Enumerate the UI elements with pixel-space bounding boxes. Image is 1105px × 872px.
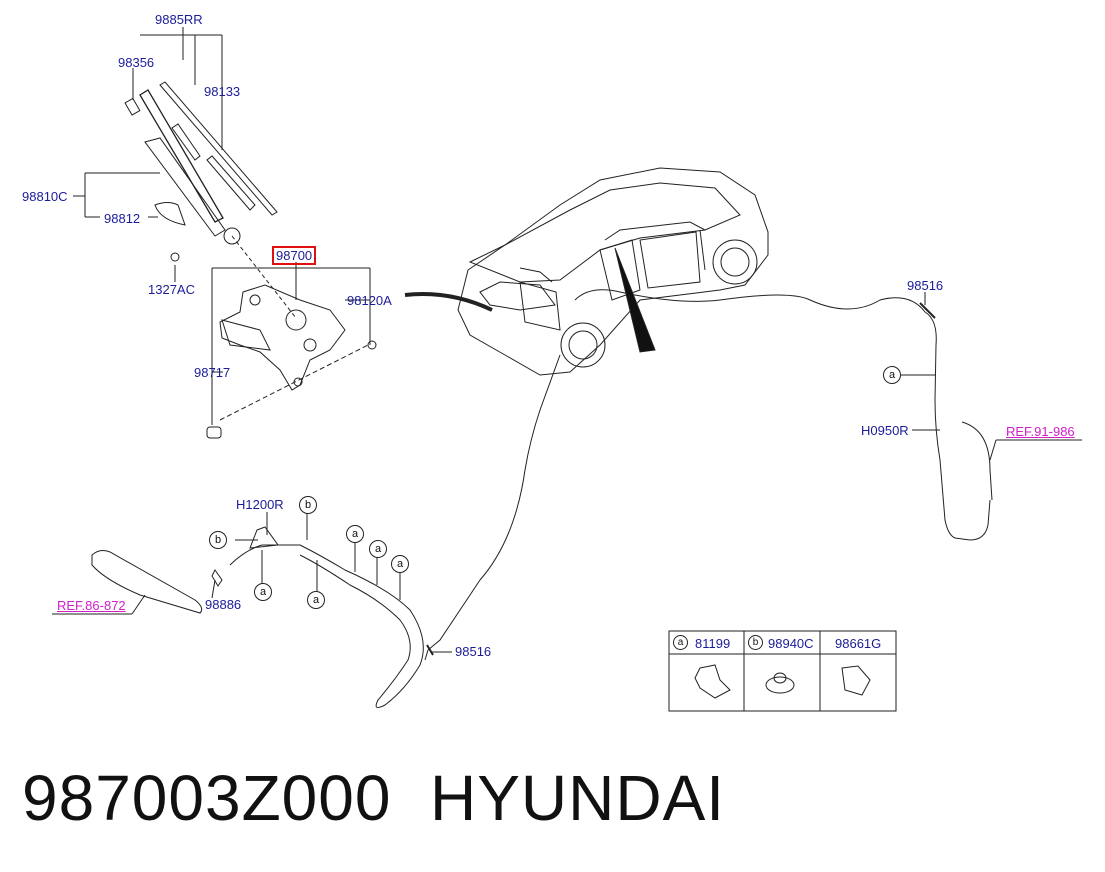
label-1327AC: 1327AC [148,282,195,297]
label-98700-highlighted: 98700 [272,246,317,265]
part-number-title: 987003Z000 [22,762,392,834]
ref-parts-outline [91,550,223,614]
label-98516-top: 98516 [907,278,944,293]
brand-title: HYUNDAI [430,762,726,834]
callout-a-1: a [346,525,364,543]
label-9885RR: 9885RR [155,12,203,27]
parts-diagram [52,27,1082,712]
table-part-98661G: 98661G [835,636,882,651]
label-H1200R: H1200R [236,497,284,512]
leader-lines-wiper [73,27,371,425]
table-part-81199: 81199 [695,636,731,651]
wiper-arm-blade [124,81,278,262]
label-H0950R: H0950R [861,423,909,438]
label-98516-bottom: 98516 [455,644,492,659]
callout-a-2: a [369,540,387,558]
label-98133: 98133 [204,84,241,99]
label-98356: 98356 [118,55,155,70]
callout-b-top: b [299,496,317,514]
label-98812: 98812 [104,211,141,226]
washer-hoses [229,289,993,709]
pointer-arrows [404,247,656,353]
table-callout-a: a [673,635,688,650]
callout-a-4: a [254,583,272,601]
legend-table-frame [668,630,897,712]
table-callout-b: b [748,635,763,650]
leader-lines-lower [52,292,1082,653]
callout-b-left: b [209,531,227,549]
vehicle-outline [457,167,769,376]
callout-a-right: a [883,366,901,384]
wiper-motor [206,235,377,439]
label-98717: 98717 [194,365,231,380]
label-98810C: 98810C [22,189,68,204]
label-98886: 98886 [205,597,242,612]
label-98120A: 98120A [347,293,392,308]
callout-a-3: a [391,555,409,573]
ref-91-986: REF.91-986 [1006,424,1075,439]
ref-86-872: REF.86-872 [57,598,126,613]
table-part-98940C: 98940C [768,636,814,651]
callout-a-5: a [307,591,325,609]
